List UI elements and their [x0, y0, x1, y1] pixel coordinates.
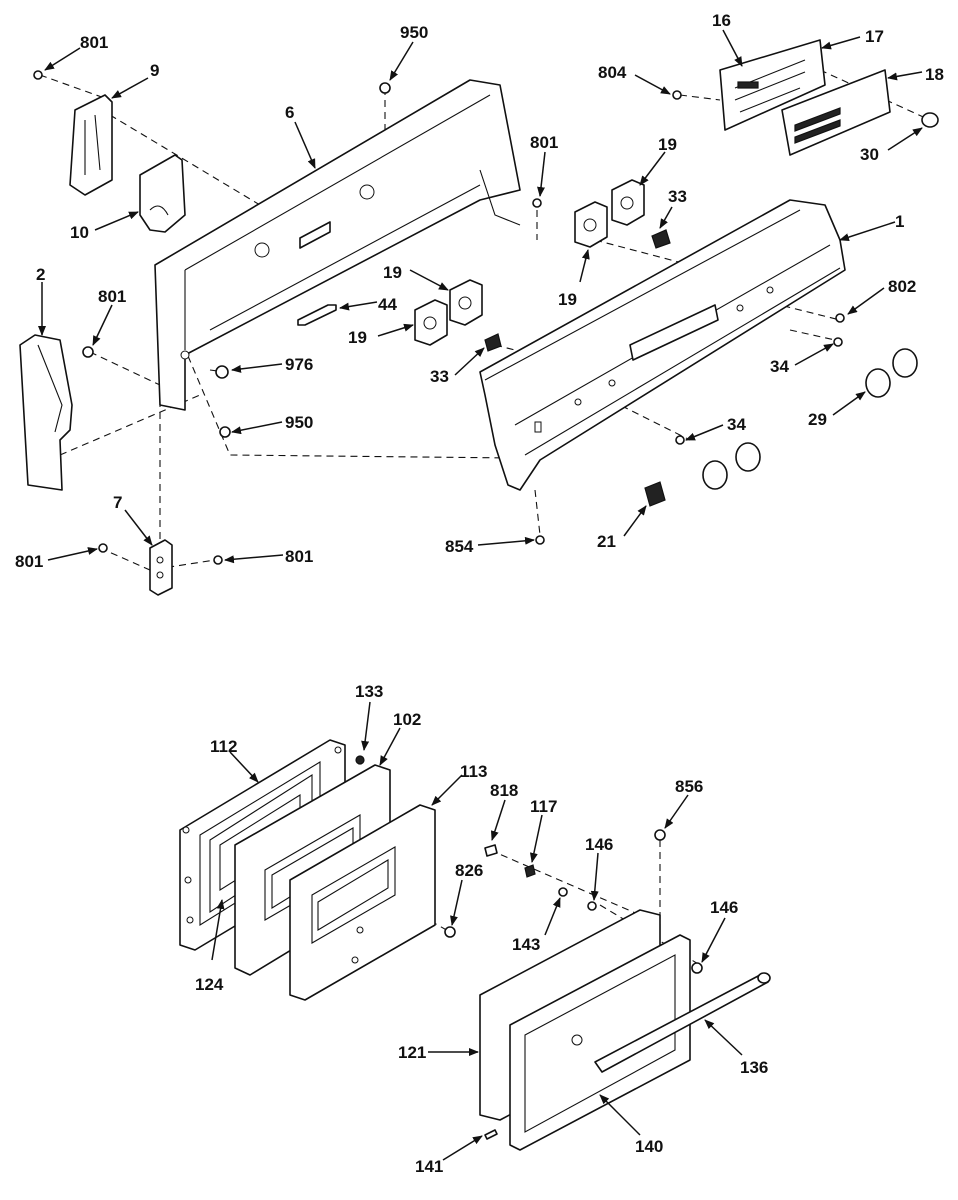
- part-33-indicator-b: [484, 333, 502, 352]
- callout-labels-door: 133 102 112 113 818 117 856 146 826 124 …: [195, 682, 768, 1176]
- label-6: 6: [285, 103, 294, 122]
- label-117: 117: [530, 797, 557, 816]
- label-146-b: 146: [710, 898, 738, 917]
- label-133: 133: [355, 682, 383, 701]
- part-2-end-cap: [19, 334, 73, 491]
- part-16-timer-board: [719, 39, 826, 131]
- label-102: 102: [393, 710, 421, 729]
- part-10-bracket: [139, 154, 186, 233]
- label-1: 1: [895, 212, 904, 231]
- label-19-a: 19: [658, 135, 677, 154]
- label-9: 9: [150, 61, 159, 80]
- part-29-knobs: [702, 348, 918, 490]
- label-113: 113: [460, 762, 487, 781]
- label-10: 10: [70, 223, 89, 242]
- label-121: 121: [398, 1043, 426, 1062]
- label-804: 804: [598, 63, 627, 82]
- label-976: 976: [285, 355, 313, 374]
- label-801-a: 801: [80, 33, 108, 52]
- label-18: 18: [925, 65, 944, 84]
- label-19-b: 19: [383, 263, 402, 282]
- door-assembly: 133 102 112 113 818 117 856 146 826 124 …: [179, 682, 771, 1176]
- label-801-c: 801: [98, 287, 126, 306]
- label-30: 30: [860, 145, 879, 164]
- leader-lines-top: [38, 29, 923, 564]
- label-112: 112: [210, 737, 237, 756]
- label-17: 17: [865, 27, 884, 46]
- label-856: 856: [675, 777, 703, 796]
- callout-labels-top: 801 9 950 6 801 16 17 804 18 30 10 19 33…: [15, 11, 944, 571]
- label-802: 802: [888, 277, 916, 296]
- top-assembly: 801 9 950 6 801 16 17 804 18 30 10 19 33…: [15, 11, 944, 596]
- part-9-bracket: [69, 94, 113, 196]
- label-7: 7: [113, 493, 122, 512]
- part-136-handle: [594, 972, 771, 1073]
- part-30-knob: [921, 112, 939, 128]
- label-34-a: 34: [770, 357, 789, 376]
- part-18-overlay: [781, 69, 891, 156]
- label-21: 21: [597, 532, 616, 551]
- part-21-rocker-switch: [644, 481, 666, 507]
- label-34-b: 34: [727, 415, 746, 434]
- label-801-e: 801: [285, 547, 313, 566]
- part-140-outer-frame: [509, 934, 691, 1151]
- part-44-clip: [297, 304, 337, 326]
- label-16: 16: [712, 11, 731, 30]
- part-113-outer-liner: [289, 804, 436, 1001]
- part-7-bracket: [149, 539, 173, 596]
- label-19-d: 19: [558, 290, 577, 309]
- label-950-a: 950: [400, 23, 428, 42]
- label-818: 818: [490, 781, 518, 800]
- label-33-b: 33: [430, 367, 449, 386]
- part-6-backguard-frame: [154, 79, 521, 411]
- part-19-switch-a: [449, 279, 483, 326]
- label-801-b: 801: [530, 133, 558, 152]
- part-19-switch-b: [414, 299, 448, 346]
- label-33-a: 33: [668, 187, 687, 206]
- label-140: 140: [635, 1137, 663, 1156]
- fasteners-door: [355, 755, 703, 1140]
- label-854: 854: [445, 537, 474, 556]
- part-19-switch-d: [611, 179, 645, 226]
- label-136: 136: [740, 1058, 768, 1077]
- part-19-switch-c: [574, 201, 608, 248]
- label-141: 141: [415, 1157, 443, 1176]
- label-146-a: 146: [585, 835, 613, 854]
- label-29: 29: [808, 410, 827, 429]
- label-950-b: 950: [285, 413, 313, 432]
- label-124: 124: [195, 975, 224, 994]
- label-2: 2: [36, 265, 45, 284]
- fasteners-top: [33, 70, 845, 565]
- part-1-control-panel: [479, 199, 846, 491]
- label-19-c: 19: [348, 328, 367, 347]
- label-44: 44: [378, 295, 397, 314]
- label-143: 143: [512, 935, 540, 954]
- leader-lines-door: [211, 701, 743, 1161]
- label-801-d: 801: [15, 552, 43, 571]
- part-33-indicator-a: [651, 229, 671, 249]
- label-826: 826: [455, 861, 483, 880]
